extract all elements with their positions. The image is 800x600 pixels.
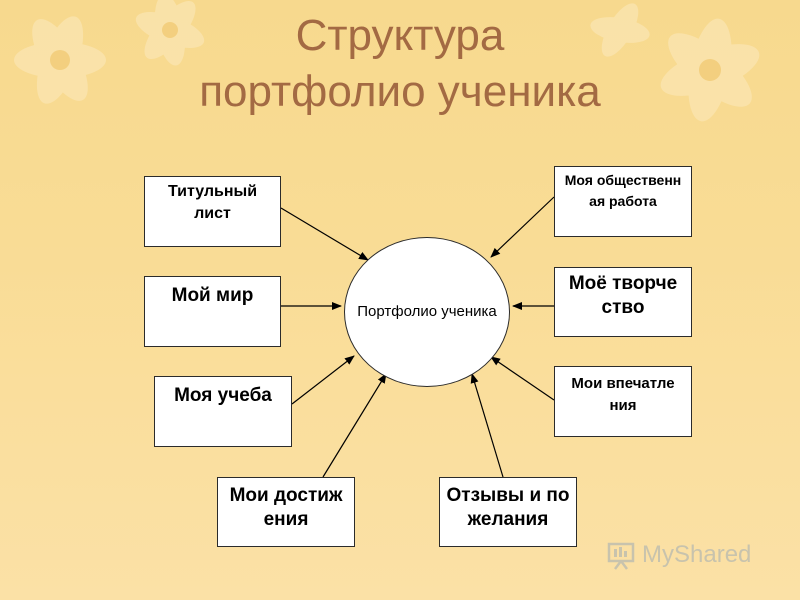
arrow-title-page [281,208,368,260]
logo-text: MyShared [642,541,751,569]
box-title-page-label: Титульный лист [168,183,257,222]
arrow-reviews [472,374,503,477]
box-impressions-label: Мои впечатления [571,375,674,414]
box-my-world-label: Мой мир [172,285,254,306]
arrow-my-study [292,356,354,404]
myshared-logo: MyShared [606,538,751,572]
center-node-portfolio: Портфолио ученика [344,237,510,387]
arrow-achievements [323,374,386,477]
box-social-work: Моя общественная работа [554,166,692,237]
center-node-label: Портфолио ученика [357,301,497,323]
presentation-board-icon [606,540,636,570]
box-reviews-label: Отзывы и пожелания [447,485,570,530]
box-social-work-label: Моя общественная работа [565,172,681,209]
box-achievements: Мои достижения [217,477,355,547]
box-my-study: Моя учеба [154,376,292,447]
box-my-world: Мой мир [144,276,281,347]
box-creativity-label: Моё творчество [569,273,677,318]
box-title-page: Титульный лист [144,176,281,247]
box-my-study-label: Моя учеба [174,385,272,406]
box-impressions: Мои впечатления [554,366,692,437]
arrow-impressions [491,357,554,400]
arrow-social-work [491,197,554,257]
box-achievements-label: Мои достижения [230,485,343,530]
box-reviews: Отзывы и пожелания [439,477,577,547]
box-creativity: Моё творчество [554,267,692,337]
